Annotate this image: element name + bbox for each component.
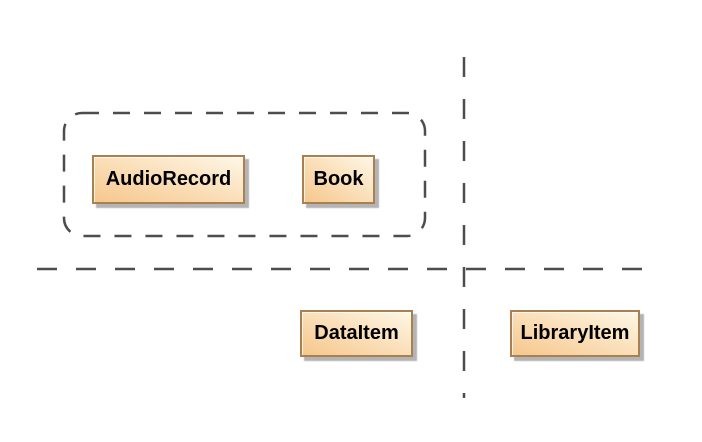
class-box-label: LibraryItem [520, 322, 630, 344]
class-box-dataitem[interactable]: DataItem [300, 310, 413, 357]
class-box-audiorecord[interactable]: AudioRecord [92, 155, 245, 204]
class-box-label: DataItem [314, 322, 399, 344]
class-box-libraryitem[interactable]: LibraryItem [510, 310, 640, 357]
class-box-book[interactable]: Book [302, 155, 375, 204]
class-box-label: Book [313, 168, 364, 190]
dashed-group-boundary[interactable] [62, 111, 427, 238]
class-box-label: AudioRecord [105, 168, 232, 190]
